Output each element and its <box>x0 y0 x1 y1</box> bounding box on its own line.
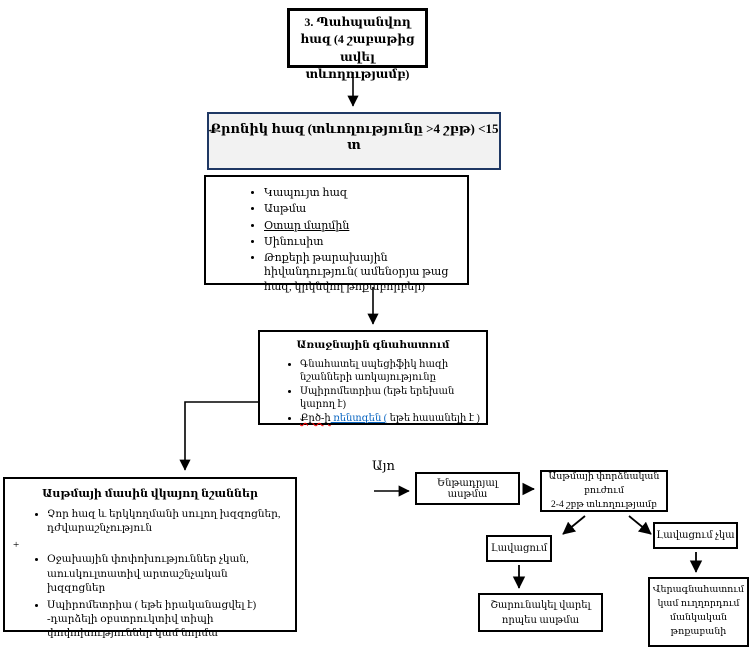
improvement-box: Լավացում <box>486 535 552 562</box>
asthma-signs-item: Օջախային փոփոխություններ չկան, աուսկուլտ… <box>47 553 295 596</box>
differential-item: Ասթմա <box>264 202 467 216</box>
continue-asthma-line2: որպես ասթմա <box>501 614 580 626</box>
primary-assessment-item: Սպիրոմետրիա (եթե երեխան կարող է) <box>300 385 486 411</box>
asthma-signs-item: Սպիրոմետրիա ( եթե իրականացվել է) -դարձել… <box>47 599 295 642</box>
reassess-referral-label: Վերագնահատում կամ ուղղորդում մանկական թո… <box>652 585 745 637</box>
chronic-cough-box: Քրոնիկ հազ (տևողությունը >4 շբթ) <15 տ <box>207 112 501 170</box>
suspected-asthma-box: Ենթադրյալ ասթմա <box>415 472 520 505</box>
asthma-signs-list: Օջախային փոփոխություններ չկան, աուսկուլտ… <box>5 553 295 641</box>
chronic-cough-label: Քրոնիկ հազ (տևողությունը >4 շբթ) <15 տ <box>209 121 499 152</box>
primary-assessment-item: Գնահատել սպեցիֆիկ հազի նշանների առկայութ… <box>300 358 486 384</box>
differential-list: Կապույտ հազ Ասթմա Օտար մարմին Սինուսիտ Թ… <box>206 186 467 294</box>
differential-item-foreign-body: Օտար մարմին <box>264 219 467 233</box>
plus-sign: + <box>13 539 20 552</box>
persistent-cough-label: 3. Պահպանվող հազ (4 շաբաթից ավել տևողութ… <box>300 15 415 82</box>
differential-item: Թոքերի թարախային հիվանդություն( ամենօրյա… <box>264 251 467 294</box>
arrow-primary-to-asthma-signs <box>179 401 258 471</box>
trial-treatment-line2: 2-4 շբթ տևողությամբ <box>551 500 657 511</box>
arrow-trial-to-no-improvement <box>628 515 652 535</box>
primary-assessment-list: Գնահատել սպեցիֆիկ հազի նշանների առկայութ… <box>260 358 486 425</box>
differential-item: Սինուսիտ <box>264 235 467 249</box>
improvement-label: Լավացում <box>490 543 548 554</box>
xray-condition: եթե հասանելի է ) <box>387 413 480 424</box>
primary-assessment-box: Առաջնային գնահատում Գնահատել սպեցիֆիկ հա… <box>258 330 488 425</box>
trial-treatment-line1: Ասթմայի փորձնական բուժում <box>548 471 660 496</box>
primary-assessment-item-xray: Քրծ-ի ռենտգեն ( եթե հասանելի է ) <box>300 412 486 425</box>
differential-box: Կապույտ հազ Ասթմա Օտար մարմին Սինուսիտ Թ… <box>204 175 469 293</box>
continue-asthma-box: Շարունակել վարել որպես ասթմա <box>478 593 603 632</box>
asthma-signs-item: Չոր հազ և երկկողմանի սուլող խզզոցներ, դժ… <box>47 508 295 536</box>
asthma-signs-box: Ասթմայի մասին վկայող նշաններ Չոր հազ և ե… <box>3 477 297 639</box>
no-improvement-label: Լավացում չկա <box>656 530 735 541</box>
no-improvement-box: Լավացում չկա <box>653 522 738 549</box>
xray-link-text[interactable]: ռենտգեն ( <box>330 413 388 424</box>
trial-treatment-box: Ասթմայի փորձնական բուժում 2-4 շբթ տևողու… <box>540 470 668 512</box>
asthma-signs-title: Ասթմայի մասին վկայող նշաններ <box>42 488 258 500</box>
arrow-trial-to-improvement <box>562 515 586 535</box>
reassess-referral-box: Վերագնահատում կամ ուղղորդում մանկական թո… <box>648 577 749 647</box>
yes-branch-label: Այո <box>372 458 395 473</box>
persistent-cough-box: 3. Պահպանվող հազ (4 շաբաթից ավել տևողութ… <box>287 8 428 81</box>
differential-item: Կապույտ հազ <box>264 186 467 200</box>
primary-assessment-title: Առաջնային գնահատում <box>296 340 450 351</box>
xray-abbrev: Քրծ-ի <box>300 413 331 424</box>
continue-asthma-line1: Շարունակել վարել <box>490 599 591 611</box>
asthma-signs-list: Չոր հազ և երկկողմանի սուլող խզզոցներ, դժ… <box>5 508 295 536</box>
suspected-asthma-label: Ենթադրյալ ասթմա <box>437 477 498 500</box>
